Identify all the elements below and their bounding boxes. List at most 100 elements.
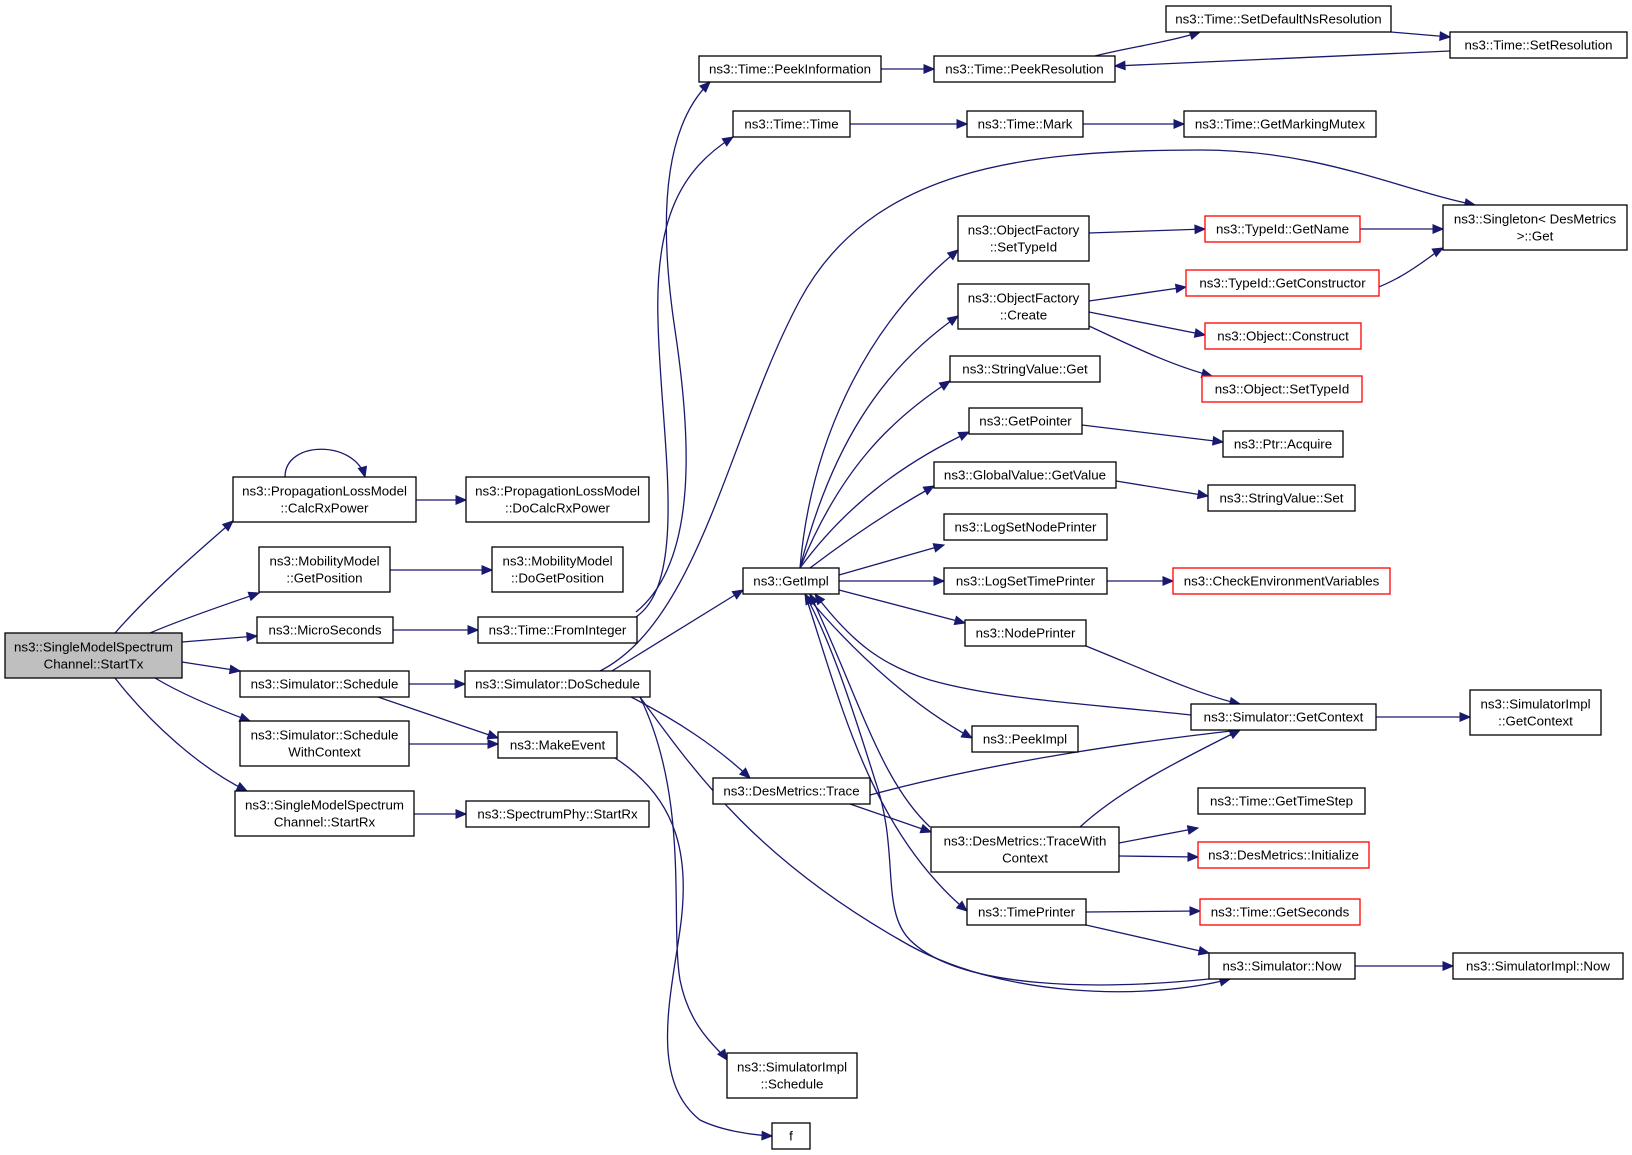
- node-box[interactable]: [771, 1122, 811, 1150]
- node-strvalset[interactable]: ns3::StringValue::Set: [1207, 484, 1356, 512]
- node-box[interactable]: [239, 720, 410, 767]
- node-peekres[interactable]: ns3::Time::PeekResolution: [933, 55, 1116, 83]
- node-box[interactable]: [1449, 31, 1628, 59]
- node-timetime[interactable]: ns3::Time::Time: [732, 110, 851, 138]
- node-box[interactable]: [258, 546, 391, 593]
- node-peekimpl[interactable]: ns3::PeekImpl: [971, 725, 1079, 753]
- node-box[interactable]: [726, 1052, 858, 1099]
- node-strvalget[interactable]: ns3::StringValue::Get: [949, 355, 1101, 383]
- node-checkenv[interactable]: ns3::CheckEnvironmentVariables: [1172, 567, 1391, 595]
- node-objconstruct[interactable]: ns3::Object::Construct: [1204, 322, 1362, 350]
- node-startrx_phy[interactable]: ns3::SpectrumPhy::StartRx: [465, 800, 650, 828]
- node-box[interactable]: [943, 513, 1108, 541]
- node-box[interactable]: [933, 55, 1116, 83]
- node-simimplnow[interactable]: ns3::SimulatorImpl::Now: [1452, 952, 1624, 980]
- node-box[interactable]: [1185, 269, 1380, 297]
- node-box[interactable]: [477, 616, 638, 644]
- node-simgetctx[interactable]: ns3::Simulator::GetContext: [1190, 703, 1377, 731]
- node-lognode[interactable]: ns3::LogSetNodePrinter: [943, 513, 1108, 541]
- node-box[interactable]: [1442, 204, 1628, 251]
- node-singleton[interactable]: ns3::Singleton< DesMetrics>::Get: [1442, 204, 1628, 251]
- node-gvgetval[interactable]: ns3::GlobalValue::GetValue: [933, 461, 1117, 489]
- node-setres[interactable]: ns3::Time::SetResolution: [1449, 31, 1628, 59]
- node-box[interactable]: [234, 790, 415, 837]
- node-micro[interactable]: ns3::MicroSeconds: [256, 616, 394, 644]
- node-box[interactable]: [1204, 322, 1362, 350]
- node-box[interactable]: [1208, 952, 1356, 980]
- node-box[interactable]: [465, 800, 650, 828]
- node-desinit[interactable]: ns3::DesMetrics::Initialize: [1197, 841, 1370, 869]
- node-box[interactable]: [232, 476, 417, 523]
- node-getpos[interactable]: ns3::MobilityModel::GetPosition: [258, 546, 391, 593]
- node-dogetpos[interactable]: ns3::MobilityModel::DoGetPosition: [491, 546, 624, 593]
- node-box[interactable]: [930, 826, 1120, 873]
- node-logtime[interactable]: ns3::LogSetTimePrinter: [943, 567, 1108, 595]
- node-makeevent[interactable]: ns3::MakeEvent: [497, 731, 618, 759]
- node-box[interactable]: [497, 731, 618, 759]
- node-box[interactable]: [742, 567, 840, 595]
- node-box[interactable]: [1222, 430, 1344, 458]
- node-calcrx[interactable]: ns3::PropagationLossModel::CalcRxPower: [232, 476, 417, 523]
- node-box[interactable]: [1452, 952, 1624, 980]
- node-box[interactable]: [1201, 375, 1363, 403]
- node-box[interactable]: [949, 355, 1101, 383]
- node-desmtrace[interactable]: ns3::DesMetrics::Trace: [712, 777, 871, 805]
- node-box[interactable]: [732, 110, 851, 138]
- node-box[interactable]: [1197, 787, 1366, 815]
- node-getctor[interactable]: ns3::TypeId::GetConstructor: [1185, 269, 1380, 297]
- node-box[interactable]: [1190, 703, 1377, 731]
- node-fromint[interactable]: ns3::Time::FromInteger: [477, 616, 638, 644]
- node-box[interactable]: [1197, 841, 1370, 869]
- node-nodeprinter[interactable]: ns3::NodePrinter: [964, 619, 1087, 647]
- node-simsched[interactable]: ns3::Simulator::Schedule: [239, 670, 410, 698]
- node-box[interactable]: [239, 670, 410, 698]
- node-ptracq[interactable]: ns3::Ptr::Acquire: [1222, 430, 1344, 458]
- node-box[interactable]: [1183, 110, 1377, 138]
- node-getpointer[interactable]: ns3::GetPointer: [968, 407, 1083, 435]
- node-box[interactable]: [464, 670, 651, 698]
- node-setdefns[interactable]: ns3::Time::SetDefaultNsResolution: [1165, 5, 1392, 33]
- node-box[interactable]: [957, 283, 1090, 330]
- node-box[interactable]: [1172, 567, 1391, 595]
- node-simimplsched[interactable]: ns3::SimulatorImpl::Schedule: [726, 1052, 858, 1099]
- node-objsettype[interactable]: ns3::Object::SetTypeId: [1201, 375, 1363, 403]
- node-box[interactable]: [698, 55, 882, 83]
- node-dosched[interactable]: ns3::Simulator::DoSchedule: [464, 670, 651, 698]
- node-gettimestep[interactable]: ns3::Time::GetTimeStep: [1197, 787, 1366, 815]
- node-ofsettype[interactable]: ns3::ObjectFactory::SetTypeId: [957, 215, 1090, 262]
- node-box[interactable]: [966, 898, 1087, 926]
- node-box[interactable]: [4, 632, 183, 679]
- node-ofcreate[interactable]: ns3::ObjectFactory::Create: [957, 283, 1090, 330]
- node-box[interactable]: [1204, 215, 1361, 243]
- node-box[interactable]: [966, 110, 1084, 138]
- node-box[interactable]: [256, 616, 394, 644]
- node-box[interactable]: [712, 777, 871, 805]
- node-box[interactable]: [968, 407, 1083, 435]
- node-markmutex[interactable]: ns3::Time::GetMarkingMutex: [1183, 110, 1377, 138]
- node-f[interactable]: f: [771, 1122, 811, 1150]
- node-docalcrx[interactable]: ns3::PropagationLossModel::DoCalcRxPower: [465, 476, 650, 523]
- node-box[interactable]: [964, 619, 1087, 647]
- node-getimpl[interactable]: ns3::GetImpl: [742, 567, 840, 595]
- node-getname[interactable]: ns3::TypeId::GetName: [1204, 215, 1361, 243]
- node-box[interactable]: [465, 476, 650, 523]
- node-box[interactable]: [1207, 484, 1356, 512]
- node-peekinfo[interactable]: ns3::Time::PeekInformation: [698, 55, 882, 83]
- node-box[interactable]: [933, 461, 1117, 489]
- node-box[interactable]: [943, 567, 1108, 595]
- node-box[interactable]: [957, 215, 1090, 262]
- node-box[interactable]: [1165, 5, 1392, 33]
- node-box[interactable]: [971, 725, 1079, 753]
- node-simnow[interactable]: ns3::Simulator::Now: [1208, 952, 1356, 980]
- node-timeprinter[interactable]: ns3::TimePrinter: [966, 898, 1087, 926]
- node-box[interactable]: [1199, 898, 1361, 926]
- node-box[interactable]: [491, 546, 624, 593]
- node-simimplgetctx[interactable]: ns3::SimulatorImpl::GetContext: [1469, 689, 1602, 736]
- node-getseconds[interactable]: ns3::Time::GetSeconds: [1199, 898, 1361, 926]
- node-mark[interactable]: ns3::Time::Mark: [966, 110, 1084, 138]
- node-box[interactable]: [1469, 689, 1602, 736]
